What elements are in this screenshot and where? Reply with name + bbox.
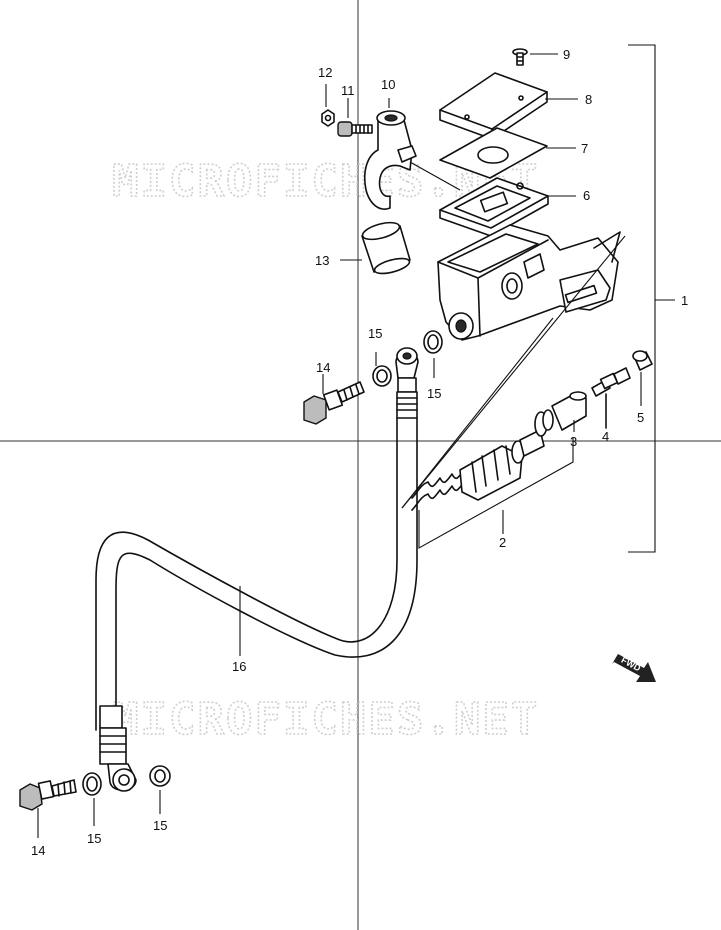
- callout-6: 6: [583, 188, 590, 203]
- callout-2: 2: [499, 535, 506, 550]
- circlip-3: [534, 391, 587, 437]
- screw-9: [512, 48, 528, 66]
- callout-9: 9: [563, 47, 570, 62]
- leader-2-body-b: [401, 235, 626, 509]
- banjo-bolt-14-upper: [303, 381, 365, 425]
- callout-3: 3: [570, 434, 577, 449]
- callout-11: 11: [341, 83, 355, 98]
- callout-15-a: 15: [368, 326, 382, 341]
- brake-hose-16: [95, 347, 419, 792]
- callout-14-lower: 14: [31, 843, 45, 858]
- callout-8: 8: [585, 92, 592, 107]
- assembly-bracket: [628, 44, 656, 553]
- diaphragm-6: [439, 177, 549, 237]
- callout-5: 5: [637, 410, 644, 425]
- callout-13: 13: [315, 253, 329, 268]
- leader-10-link: [409, 161, 461, 191]
- push-rod-4: [591, 367, 631, 429]
- bolt-11: [337, 121, 373, 137]
- callout-4: 4: [602, 429, 609, 444]
- boot-13: [361, 221, 411, 275]
- callout-14-upper: 14: [316, 360, 330, 375]
- plate-7: [439, 127, 548, 179]
- callout-10: 10: [381, 77, 395, 92]
- callout-7: 7: [581, 141, 588, 156]
- watermark-bottom: MICROFICHES.NET: [112, 694, 539, 745]
- callout-15-d: 15: [153, 818, 167, 833]
- callout-12: 12: [318, 65, 332, 80]
- bracket-2: [418, 438, 574, 549]
- reservoir-cap-8: [439, 72, 548, 140]
- master-cylinder-body: [437, 224, 621, 341]
- forward-arrow-icon: FWD: [612, 654, 656, 682]
- callout-15-c: 15: [87, 831, 101, 846]
- leader-2-body: [401, 317, 554, 509]
- callout-16: 16: [232, 659, 246, 674]
- piston-assembly-2: [411, 429, 545, 511]
- end-cap-5: [632, 350, 653, 371]
- nut-12: [321, 109, 335, 127]
- banjo-bolt-14-lower: [19, 779, 77, 811]
- callout-1: 1: [681, 293, 688, 308]
- callout-15-b: 15: [427, 386, 441, 401]
- clamp-bracket-10: [363, 110, 417, 210]
